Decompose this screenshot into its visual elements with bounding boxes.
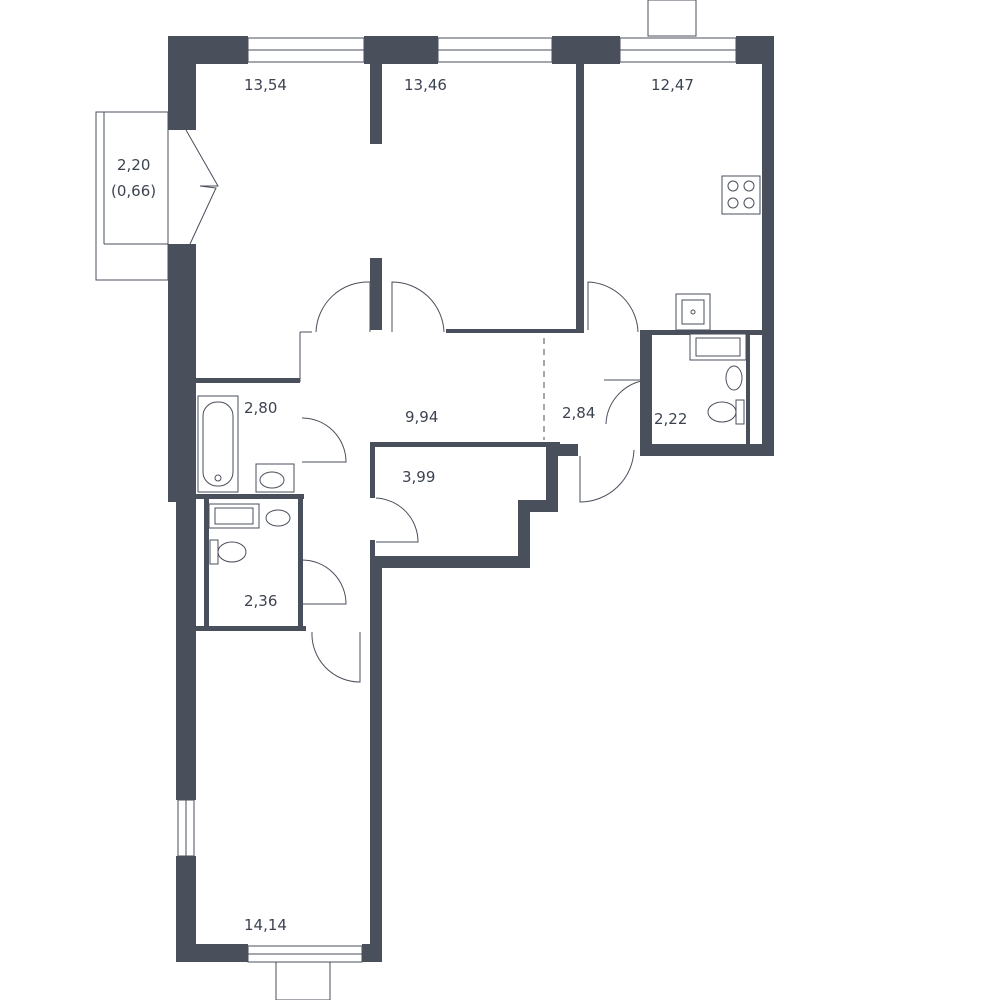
wall-wc-right-left — [640, 330, 652, 456]
partition-wc-left-bottom — [196, 626, 306, 631]
area-label-hall: 9,94 — [405, 408, 438, 426]
window-top-3 — [619, 37, 737, 63]
wall-bedroom-bottom-right — [370, 556, 382, 962]
window-top-3-sill — [647, 0, 697, 37]
door-bedroom-2 — [391, 281, 445, 333]
window-top-2 — [437, 37, 553, 63]
wall-step-1 — [370, 556, 530, 568]
area-label-bedroom-bottom: 14,14 — [244, 916, 287, 934]
wall-right-bottom — [640, 444, 774, 456]
door-wc-left — [301, 559, 347, 605]
partition-bath-top — [196, 378, 300, 383]
doors — [301, 281, 649, 683]
wall-partition-1-upper — [370, 64, 382, 144]
partition-storage-top — [370, 442, 560, 447]
window-left-low — [177, 799, 195, 857]
wall-bedroom2-bottom — [446, 329, 584, 333]
door-bathroom — [301, 417, 347, 463]
area-label-wc-right: 2,22 — [654, 410, 687, 428]
area-label-corridor: 2,84 — [562, 404, 595, 422]
washing-machine-icon — [208, 503, 260, 529]
wall-partition-1-lower — [370, 258, 382, 330]
partition-storage-stub — [370, 540, 375, 560]
partition-bath-bottom — [196, 494, 304, 499]
area-label-bedroom-top-left: 13,54 — [244, 76, 287, 94]
wall-partition-2 — [576, 64, 584, 332]
wc-right-sink-icon — [725, 365, 743, 391]
wc-left-sink-icon — [265, 509, 291, 527]
partition-wc-left-right — [298, 494, 303, 630]
balcony — [95, 111, 219, 281]
window-top-1 — [247, 37, 365, 63]
partition-corridor-top — [640, 330, 764, 335]
area-label-balcony: 2,20 — [117, 156, 150, 174]
wall-bottom-left — [176, 944, 248, 962]
partition-wc-right-inner — [746, 335, 750, 445]
area-label-storage: 3,99 — [402, 468, 435, 486]
window-bottom — [247, 945, 363, 963]
windows — [177, 0, 737, 1000]
kitchen-sink-icon — [675, 293, 711, 331]
balcony-door — [185, 129, 219, 245]
wall-step-2 — [518, 500, 530, 568]
partitions — [196, 330, 764, 631]
area-label-balcony-reduced: (0,66) — [111, 182, 156, 200]
door-storage — [375, 497, 419, 543]
washing-machine-right-icon — [689, 333, 747, 361]
door-entrance — [579, 449, 635, 503]
window-bottom-sill — [275, 961, 331, 1000]
toilet-left-icon — [209, 539, 247, 565]
bathroom-sink-icon — [255, 463, 295, 493]
fixtures — [197, 175, 761, 565]
area-label-wc-left: 2,36 — [244, 592, 277, 610]
door-bedroom-1 — [315, 281, 371, 333]
partition-storage-left — [370, 442, 375, 498]
stove-icon — [721, 175, 761, 215]
area-label-bedroom-top-middle: 13,46 — [404, 76, 447, 94]
wall-left-mid — [168, 244, 196, 502]
wall-top-mid2 — [552, 36, 620, 64]
toilet-right-icon — [707, 399, 745, 425]
wall-left-top — [168, 36, 196, 130]
area-label-bathroom: 2,80 — [244, 399, 277, 417]
wall-left-bottom — [176, 856, 196, 962]
area-labels: 13,54 13,46 12,47 2,20 (0,66) 2,80 9,94 … — [111, 76, 694, 934]
area-label-kitchen-living: 12,47 — [651, 76, 694, 94]
door-bedroom-bottom — [311, 631, 361, 683]
wall-right — [762, 36, 774, 456]
partition-wc-left-inner — [204, 499, 209, 627]
walls — [168, 36, 774, 962]
wall-top-mid1 — [364, 36, 438, 64]
wall-step-4 — [546, 444, 558, 512]
door-kitchen — [587, 281, 639, 333]
bathtub-icon — [197, 395, 239, 493]
door-wc-right — [604, 379, 649, 425]
wall-left-low — [176, 502, 196, 800]
